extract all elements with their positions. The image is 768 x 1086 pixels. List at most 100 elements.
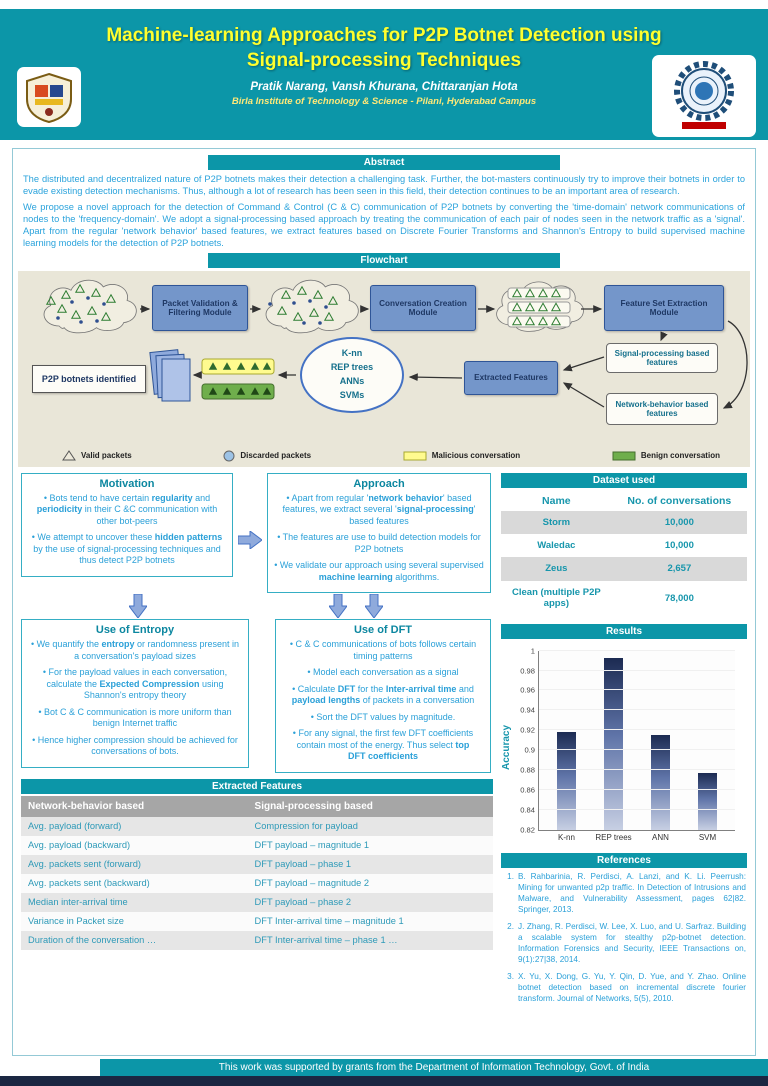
x-tick-label: K-nn — [558, 832, 575, 842]
motivation-box: Motivation • Bots tend to have certain r… — [21, 472, 233, 577]
x-tick-label: REP trees — [595, 832, 632, 842]
signal-features-box: Signal-processing based features — [606, 342, 718, 373]
motivation-bullet: • We attempt to uncover these hidden pat… — [31, 532, 223, 566]
extracted-features-box: Extracted Features — [464, 360, 558, 395]
approach-bullet: • We validate our approach using several… — [274, 560, 484, 582]
poster-title: Machine-learning Approaches for P2P Botn… — [106, 25, 662, 71]
reference-text: J. Zhang, R. Perdisci, W. Lee, X. Luo, a… — [518, 921, 746, 965]
table-row: Avg. packets sent (backward)DFT payload … — [21, 873, 493, 893]
poster-body: Abstract The distributed and decentraliz… — [12, 148, 756, 1056]
motivation-heading: Motivation — [99, 477, 155, 490]
y-tick-label: 0.96 — [520, 685, 535, 695]
gridline — [539, 689, 735, 691]
feature-extraction-module-box: Feature Set Extraction Module — [604, 284, 724, 331]
classified-conversations-graphic — [201, 358, 275, 400]
legend-benign-conversation: Benign conversation — [612, 451, 720, 461]
reference-text: X. Yu, X. Dong, G. Yu, Y. Qin, D. Yue, a… — [518, 972, 746, 1004]
bits-pilani-crest-icon — [26, 72, 72, 123]
dft-bullet: • Model each conversation as a signal — [307, 667, 459, 678]
gridline — [539, 768, 735, 770]
flowchart-heading: Flowchart — [208, 252, 560, 268]
y-tick-label: 0.82 — [520, 825, 535, 835]
gridline — [539, 649, 735, 651]
extracted-features-table: Network-behavior based Signal-processing… — [21, 795, 493, 950]
table-cell: Median inter-arrival time — [28, 897, 128, 908]
table-header-row: Network-behavior based Signal-processing… — [21, 795, 493, 817]
table-row: Variance in Packet size DFT Inter-arrival… — [21, 911, 493, 931]
table-row: Duration of the conversation … DFT Inter-… — [21, 930, 493, 950]
documents-icon — [149, 348, 191, 402]
table-cell: Duration of the conversation … — [28, 935, 157, 946]
flowchart-decorations — [43, 279, 748, 409]
legend-label: Valid packets — [81, 451, 132, 461]
approach-bullet: • Apart from regular 'network behavior' … — [282, 492, 476, 526]
poster-authors: Pratik Narang, Vansh Khurana, Chittaranj… — [250, 81, 518, 94]
y-tick-label: 0.86 — [520, 785, 535, 795]
table-cell: 78,000 — [664, 592, 694, 604]
entropy-sub-bullet: • For the payload values in each convers… — [42, 667, 228, 701]
entropy-bullet: • We quantify the entropy or randomness … — [30, 639, 240, 661]
table-cell: Avg. packets sent (backward) — [28, 878, 150, 889]
bar-series: K-nn REP trees ANN SVM — [539, 651, 735, 842]
packet-validation-module-box: Packet Validation & Filtering Module — [152, 284, 248, 331]
gridline — [539, 669, 735, 671]
legend-label: Malicious conversation — [431, 451, 521, 461]
approach-bullet: • The features are use to build detectio… — [277, 532, 481, 554]
y-tick-label: 0.88 — [520, 765, 535, 775]
bar-REP trees — [604, 657, 623, 830]
entropy-bullet: • Bot C & C communication is more unifor… — [38, 706, 232, 729]
bar-column: REP trees — [595, 651, 632, 842]
y-tick-label: 0.9 — [524, 745, 535, 755]
left-column: Motivation • Bots tend to have certain r… — [21, 472, 493, 950]
legend-label: Benign conversation — [640, 451, 720, 461]
legend-malicious-conversation: Malicious conversation — [403, 451, 520, 461]
bits-hyderabad-logo — [652, 55, 756, 137]
down-block-arrow-icon — [365, 594, 383, 619]
x-tick-label: ANN — [652, 832, 669, 842]
table-cell: DFT payload – phase 2 — [254, 897, 352, 908]
dft-sub-bullet: • For any signal, the first few DFT coef… — [292, 728, 474, 762]
extracted-features-heading: Extracted Features — [21, 778, 493, 794]
bits-pilani-logo — [17, 67, 81, 127]
entropy-bullet: • Hence higher compression should be ach… — [32, 734, 238, 757]
gridline — [539, 709, 735, 711]
reference-number: 3. — [507, 972, 514, 982]
bar-column: SVM — [691, 651, 725, 842]
column-header: No. of conversations — [627, 494, 732, 507]
table-cell: 10,000 — [664, 516, 694, 528]
gridline — [539, 729, 735, 731]
poster-header: Machine-learning Approaches for P2P Botn… — [0, 9, 768, 140]
flowchart-diagram: Packet Validation & Filtering Module Con… — [18, 270, 750, 467]
table-cell: Avg. payload (backward) — [28, 840, 131, 851]
table-cell: Avg. packets sent (forward) — [28, 859, 141, 870]
conversation-creation-module-box: Conversation Creation Module — [370, 284, 476, 331]
gridline — [539, 808, 735, 810]
y-tick-label: 0.98 — [520, 666, 535, 675]
bar-column: K-nn — [550, 651, 584, 842]
dataset-heading: Dataset used — [501, 472, 747, 488]
flowchart-section: Flowchart — [17, 252, 751, 467]
table-cell: DFT Inter-arrival time – phase 1 … — [254, 935, 398, 946]
y-tick-label: 1 — [530, 646, 535, 656]
benign-conversation-swatch-icon — [612, 451, 636, 461]
column-header: Network-behavior based — [21, 795, 248, 817]
table-row: Median inter-arrival time DFT payload – p… — [21, 892, 493, 912]
malicious-conversation-swatch-icon — [403, 451, 427, 461]
table-cell: Variance in Packet size — [28, 916, 124, 927]
table-cell: Zeus — [545, 563, 568, 575]
table-row: Avg. payload (forward)Compression for pa… — [21, 816, 493, 836]
column-header: Signal-processing based — [247, 795, 493, 817]
approach-box: Approach • Apart from regular 'network b… — [267, 472, 491, 594]
table-cell: DFT Inter-arrival time – magnitude 1 — [254, 916, 404, 927]
references-heading: References — [501, 852, 747, 868]
dft-bullet: • Calculate DFT for the Inter-arrival ti… — [291, 683, 475, 706]
dft-bullet: • C & C communications of bots follows c… — [289, 639, 477, 661]
table-cell: 10,000 — [664, 540, 694, 552]
y-tick-label: 0.92 — [520, 725, 535, 735]
dft-bullet: • Sort the DFT values by magnitude. — [310, 711, 456, 722]
bits-hyderabad-seal-icon — [674, 61, 734, 129]
